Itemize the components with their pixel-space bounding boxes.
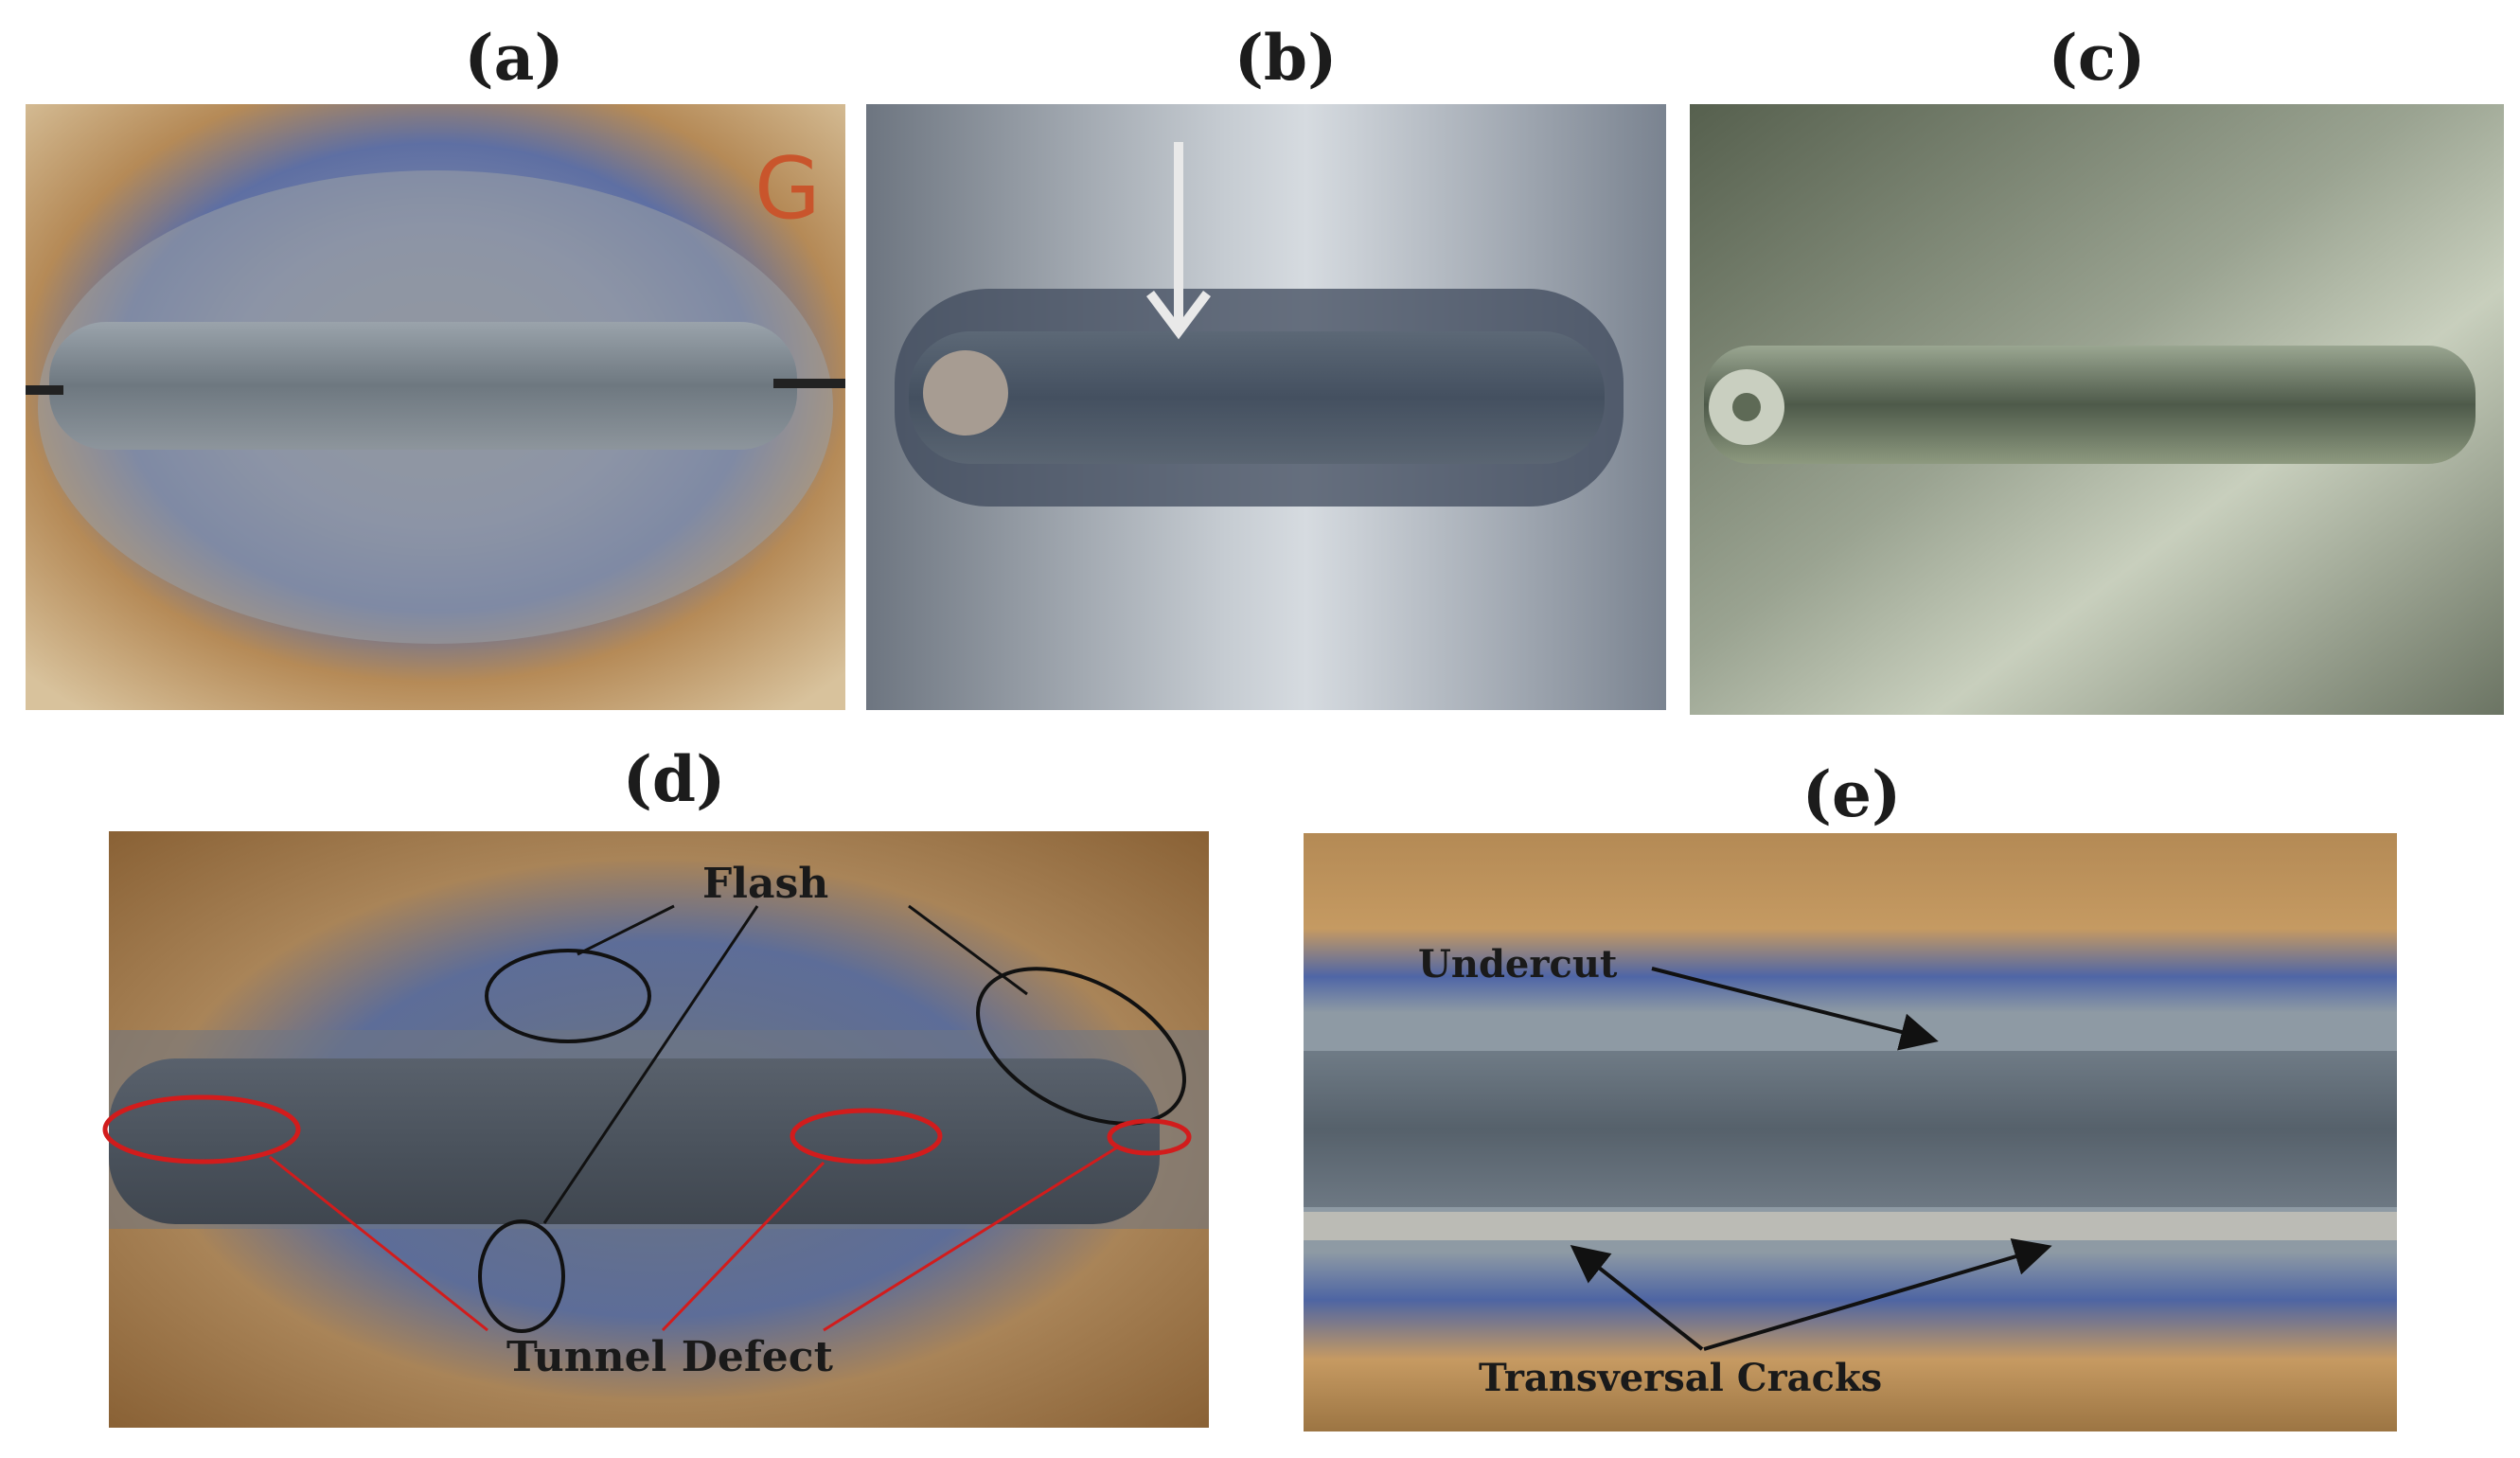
panel-label-a: (a) [464,21,564,95]
tunnel-defect-label: Tunnel Defect [506,1333,833,1381]
flash-label: Flash [702,860,829,908]
weld-photo-a: G [26,104,845,710]
undercut-label: Undercut [1418,942,1618,987]
transversal-cracks-label: Transversal Cracks [1479,1356,1883,1400]
weld-photo-c [1690,104,2504,715]
panel-label-b: (b) [1233,21,1338,95]
svg-text:G: G [754,139,821,239]
panel-label-c: (c) [2048,21,2146,95]
weld-photo-e [1304,833,2397,1431]
weld-photo-b [866,104,1666,710]
panel-label-d: (d) [622,742,726,816]
panel-label-e: (e) [1801,757,1902,831]
